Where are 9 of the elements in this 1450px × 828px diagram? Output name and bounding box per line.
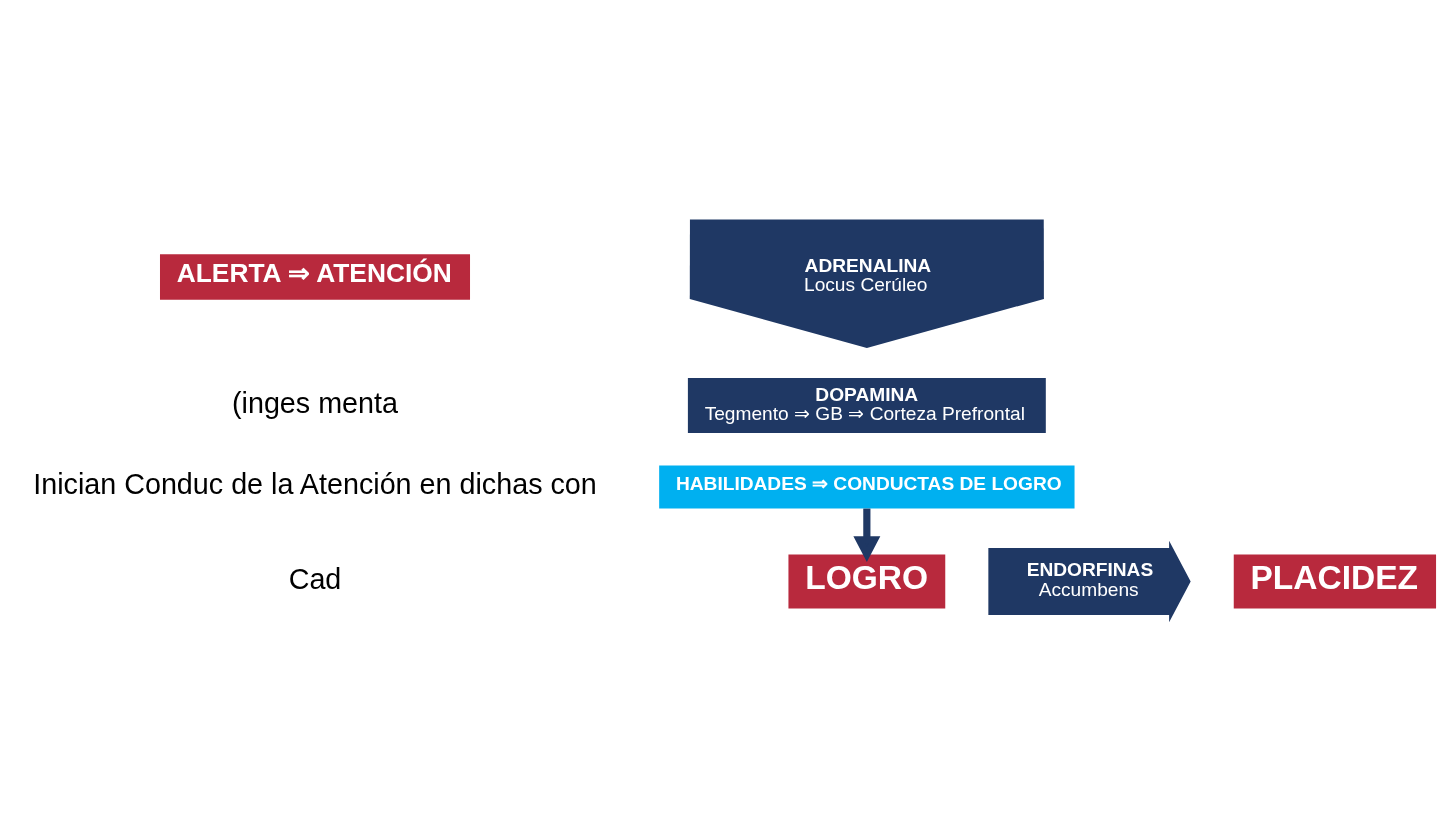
label: (inges menta [231, 386, 399, 419]
node-box: LOGRO [788, 554, 946, 609]
arrow [853, 508, 881, 563]
node-box: PLACIDEZ [1233, 554, 1437, 609]
node-box: DOPAMINA Tegmento ⇒ GB ⇒ Corteza Prefrontal [687, 378, 1046, 434]
node-box: HABILIDADES ⇒ CONDUCTAS DE LOGRO [659, 465, 1075, 509]
label: Inician Conduc de la Atención en dichas con [33, 468, 597, 501]
label: Cad [288, 562, 342, 595]
node-box: ALERTA ⇒ ATENCIÓN [160, 254, 470, 300]
